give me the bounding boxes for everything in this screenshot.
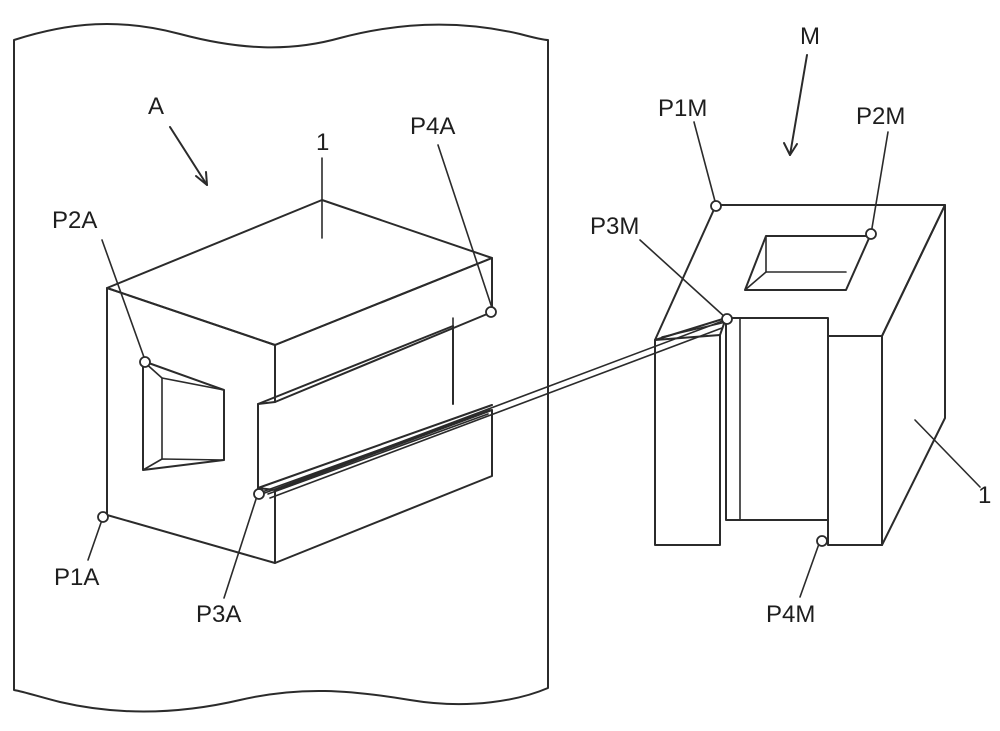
- point-p2m: [866, 229, 876, 239]
- arrow-view-a: [170, 127, 207, 185]
- label-p2a: P2A: [52, 207, 97, 234]
- arrow-view-m: [784, 55, 807, 155]
- label-p4m: P4M: [766, 601, 815, 628]
- label-p3m: P3M: [590, 213, 639, 240]
- point-p1a: [98, 512, 108, 522]
- point-p3a: [254, 489, 264, 499]
- point-p2a: [140, 357, 150, 367]
- label-p2m: P2M: [856, 103, 905, 130]
- sheet-panel: [14, 24, 548, 712]
- label-view-m: M: [800, 23, 820, 50]
- part-view-m: [655, 205, 945, 545]
- point-p4m: [817, 536, 827, 546]
- point-p1m: [711, 201, 721, 211]
- point-p4a: [486, 307, 496, 317]
- leader-lines: [88, 122, 980, 598]
- label-part-ref-m: 1: [978, 482, 991, 509]
- label-p3a: P3A: [196, 601, 241, 628]
- label-p1m: P1M: [658, 95, 707, 122]
- part-view-a: [107, 200, 492, 563]
- label-part-ref-a: 1: [316, 129, 329, 156]
- label-view-a: A: [148, 93, 164, 120]
- point-p3m: [722, 314, 732, 324]
- label-p4a: P4A: [410, 113, 455, 140]
- label-p1a: P1A: [54, 564, 99, 591]
